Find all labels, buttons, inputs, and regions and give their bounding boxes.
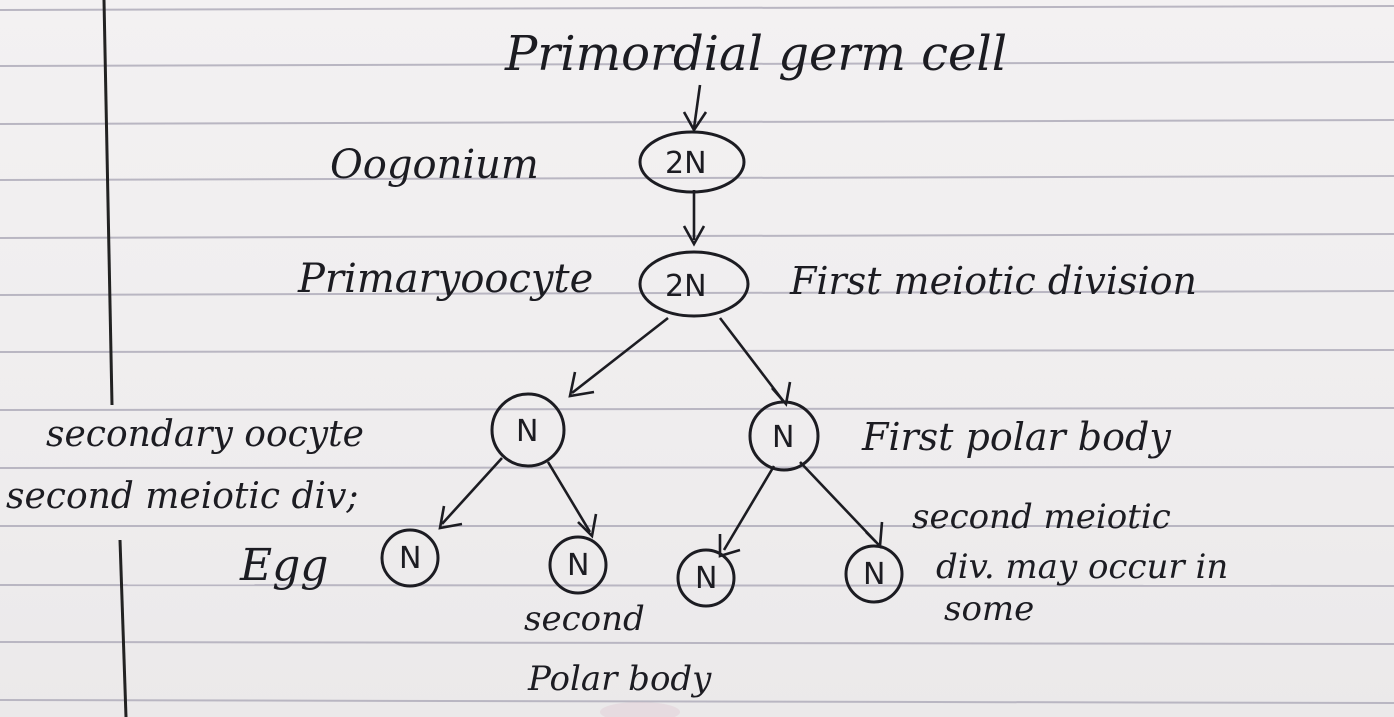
node-secondary-oocyte: N secondary oocyte second meiotic div; <box>6 392 566 517</box>
title-primordial-germ-cell: Primordial germ cell <box>504 26 1007 82</box>
label-oogonium: Oogonium <box>330 142 539 188</box>
label-egg: Egg <box>239 540 328 591</box>
node-second-polar-2-ploidy: N <box>695 561 717 596</box>
node-primary-oocyte-ploidy: 2N <box>665 269 707 304</box>
edges <box>438 84 884 558</box>
node-oogonium-ploidy: 2N <box>665 146 707 181</box>
note-first-meiotic-division: First meiotic division <box>789 259 1197 303</box>
node-first-polar-body-ploidy: N <box>772 420 794 455</box>
margin-line-top <box>102 0 114 406</box>
node-second-polar-3: N <box>844 544 904 604</box>
node-egg: N Egg <box>239 528 440 591</box>
node-secondary-oocyte-ploidy: N <box>516 414 538 449</box>
node-second-polar-1: N <box>548 535 608 595</box>
node-oogonium: 2N Oogonium <box>330 130 746 194</box>
margin-line-bottom <box>118 539 128 717</box>
node-second-polar-1-ploidy: N <box>567 548 589 583</box>
ink-bleed <box>600 702 680 717</box>
ruled-lines <box>0 5 1394 704</box>
label-first-polar-body: First polar body <box>861 415 1171 459</box>
node-primary-oocyte: 2N Primaryoocyte First meiotic division <box>297 250 1197 318</box>
note-second-meiotic-div: second meiotic div; <box>6 476 359 517</box>
node-second-polar-2: N <box>676 548 736 608</box>
label-secondary-oocyte: secondary oocyte <box>46 414 364 455</box>
node-egg-ploidy: N <box>399 541 421 576</box>
node-second-polar-3-ploidy: N <box>863 557 885 592</box>
label-primary-oocyte: Primaryoocyte <box>297 256 593 302</box>
